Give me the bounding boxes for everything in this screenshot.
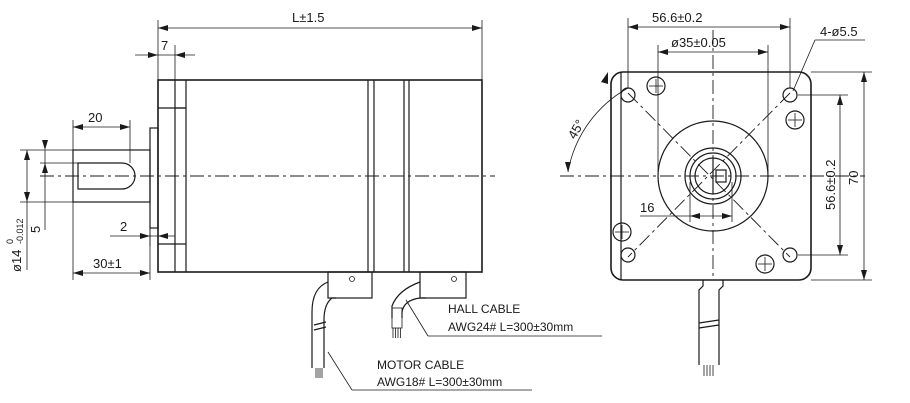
dimension-holes: 4-ø5.5 (792, 24, 865, 92)
side-view: L±1.5 7 20 ø14 0 (5, 10, 602, 391)
dimension-boss: 2 (110, 219, 175, 246)
dimension-angle: 45° (565, 72, 629, 173)
screw-heads (612, 76, 805, 274)
dim-shaft-diameter-label: ø14 (9, 250, 24, 272)
dimension-key-length: 20 (72, 110, 131, 163)
dimension-length: L±1.5 (157, 10, 483, 80)
motor-cable-callout: MOTOR CABLE AWG18# L=300±30mm (327, 351, 532, 391)
dimension-flat: 5 (28, 140, 73, 233)
dimension-pilot: ø35±0.05 (657, 35, 769, 176)
dim-pilot-label: ø35±0.05 (671, 35, 726, 50)
dim-width-label: 56.6±0.2 (652, 10, 703, 25)
hall-cable-label: HALL CABLE (448, 302, 520, 316)
dimension-shaft-length: 30±1 (72, 202, 151, 280)
dim-height-holes-label: 56.6±0.2 (823, 159, 838, 210)
dim-shaft-diameter-tol-lower: -0.012 (15, 218, 25, 244)
motor-cable (311, 281, 336, 378)
dim-height-label: 70 (846, 171, 861, 185)
dim-angle-label: 45° (565, 117, 588, 142)
motor-body (157, 79, 483, 273)
dimension-height: 70 (811, 71, 872, 281)
dimension-width: 56.6±0.2 (627, 10, 791, 88)
motor-cable-label: MOTOR CABLE (377, 358, 464, 372)
motor-cable-spec: AWG18# L=300±30mm (377, 375, 502, 389)
dim-length-label: L±1.5 (292, 10, 324, 25)
dim-key-length-label: 20 (88, 110, 102, 125)
dimension-height-holes: 56.6±0.2 (798, 94, 848, 256)
front-boss (149, 127, 159, 229)
cable-glands (327, 271, 467, 299)
mounting-holes (620, 87, 798, 263)
dimension-flange: 7 (135, 38, 195, 80)
dim-boss-label: 2 (120, 219, 127, 234)
dimension-key: 16 (640, 182, 733, 222)
dim-shaft-diameter-tol-upper: 0 (5, 239, 15, 244)
front-cable (698, 280, 724, 376)
front-view: 56.6±0.2 ø35±0.05 4-ø5.5 45° (560, 10, 872, 376)
hall-cable-callout: HALL CABLE AWG24# L=300±30mm (405, 299, 602, 337)
dimension-shaft-diameter: ø14 0 -0.012 (5, 149, 73, 272)
dim-flat-label: 5 (28, 226, 43, 233)
hall-cable (391, 281, 426, 338)
dim-holes-label: 4-ø5.5 (820, 24, 858, 39)
dim-shaft-length-label: 30±1 (93, 256, 122, 271)
dim-flange-label: 7 (161, 38, 168, 53)
hall-cable-spec: AWG24# L=300±30mm (448, 320, 573, 334)
dim-key-label: 16 (640, 200, 654, 215)
